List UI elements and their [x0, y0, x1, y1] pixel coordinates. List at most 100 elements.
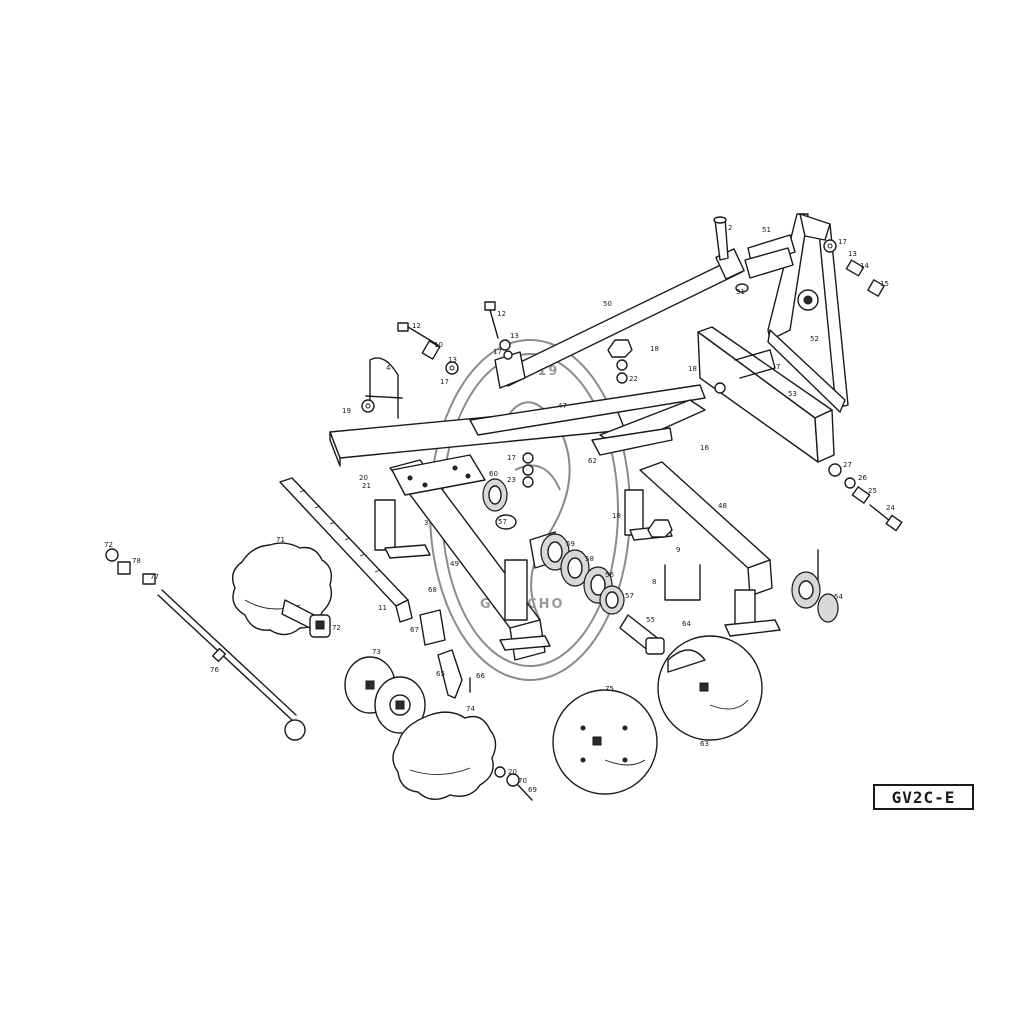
- main-frame-beam-53: [697, 326, 835, 463]
- part-label: 4: [386, 364, 391, 372]
- nut-set-72-78-77: [105, 548, 156, 585]
- part-label: 70: [518, 777, 527, 785]
- part-label: 23: [507, 476, 516, 484]
- nut-19: [361, 399, 375, 413]
- part-label: 49: [450, 560, 459, 568]
- part-label: 19: [342, 407, 351, 415]
- nut-18-right: [714, 382, 726, 394]
- mount-plate-20: [391, 454, 486, 496]
- part-label: 11: [378, 604, 387, 612]
- part-label: 24: [886, 504, 895, 512]
- part-label: 8: [652, 578, 656, 586]
- plain-disc-75: [552, 689, 658, 795]
- nut-13-mid: [499, 339, 513, 360]
- part-label: 31: [736, 288, 745, 296]
- part-label: 26: [858, 474, 867, 482]
- bolt-12-mid: [484, 301, 499, 339]
- shaft-hub-55: [619, 614, 665, 655]
- part-label: 17: [440, 378, 449, 386]
- bearing-assembly-54: [791, 549, 839, 623]
- part-label: 62: [588, 457, 597, 465]
- part-label: 58: [585, 555, 594, 563]
- part-label: 18: [650, 345, 659, 353]
- nut-18-gang: [647, 519, 673, 538]
- plain-disc-63: [657, 635, 763, 741]
- part-label: 76: [210, 666, 219, 674]
- part-label: 77: [150, 573, 159, 581]
- part-label: 53: [788, 390, 797, 398]
- hub-disc-73: [344, 656, 426, 734]
- part-label: 73: [372, 648, 381, 656]
- part-label: 64: [682, 620, 691, 628]
- left-gang-frame-49: [374, 459, 551, 661]
- part-label: 18: [612, 512, 621, 520]
- part-label: 21: [362, 482, 371, 490]
- part-label: 63: [700, 740, 709, 748]
- part-label: 72: [104, 541, 113, 549]
- angle-plate-62: [591, 427, 673, 456]
- part-label: 10: [434, 341, 443, 349]
- part-label: 74: [466, 705, 475, 713]
- part-label: 2: [728, 224, 732, 232]
- part-label: 9: [676, 546, 680, 554]
- u-bolt-8: [664, 564, 701, 601]
- part-label: 52: [810, 335, 819, 343]
- part-label: 17: [507, 454, 516, 462]
- right-gang-frame-48: [624, 461, 781, 637]
- scraper-bar-6: [279, 477, 413, 623]
- bolt-set-20-70-69: [494, 766, 533, 801]
- pin-31: [735, 283, 749, 293]
- part-label: 22: [629, 375, 638, 383]
- part-labels: 2 51 17 13 14 15 31 52 50 12 13 17 12 10…: [104, 224, 895, 794]
- part-label: 78: [132, 557, 141, 565]
- nut-18-top: [607, 339, 633, 384]
- part-label: 14: [860, 262, 869, 270]
- part-label: 75: [605, 685, 614, 693]
- link-plate-51: [744, 234, 796, 279]
- part-label: 48: [718, 502, 727, 510]
- notched-disc-74: [392, 711, 497, 800]
- part-label: 67: [410, 626, 419, 634]
- part-label: 27: [843, 461, 852, 469]
- drawing-code: GV2C-E: [891, 787, 956, 807]
- part-label: 20: [508, 768, 517, 776]
- bolt-12-left: [397, 322, 441, 360]
- part-label: 7: [776, 363, 780, 371]
- part-label: 66: [476, 672, 485, 680]
- part-label: 3: [424, 519, 428, 527]
- drawing-code-box: GV2C-E: [873, 784, 974, 810]
- part-label: 16: [700, 444, 709, 452]
- part-label: 13: [510, 332, 519, 340]
- part-label: 56: [605, 571, 614, 579]
- part-label: 18: [688, 365, 697, 373]
- u-bolt-4: [365, 357, 403, 419]
- part-label: 71: [276, 536, 285, 544]
- part-label: 13: [848, 250, 857, 258]
- bolt-chain-27-24: [828, 463, 903, 532]
- nut-13-left: [445, 361, 459, 375]
- part-label: 17: [493, 348, 502, 356]
- part-label: 54: [834, 593, 843, 601]
- u-bolt-7: [734, 349, 776, 379]
- part-label: 60: [489, 470, 498, 478]
- hub-spool-72: [281, 599, 331, 638]
- part-label: 69: [528, 786, 537, 794]
- part-label: 65: [436, 670, 445, 678]
- part-label: 57: [625, 592, 634, 600]
- pin-2: [713, 216, 729, 261]
- part-label: 12: [497, 310, 506, 318]
- part-label: 15: [880, 280, 889, 288]
- part-label: 13: [448, 356, 457, 364]
- part-label: 20: [359, 474, 368, 482]
- part-label: 51: [762, 226, 771, 234]
- part-label: 72: [332, 624, 341, 632]
- spacer-64: [667, 649, 706, 673]
- bolt-13-14-15: [823, 239, 885, 297]
- hitch-tower-52: [767, 213, 849, 413]
- part-label: 25: [868, 487, 877, 495]
- part-label: 17: [838, 238, 847, 246]
- part-label: 59: [566, 540, 575, 548]
- part-label: 68: [428, 586, 437, 594]
